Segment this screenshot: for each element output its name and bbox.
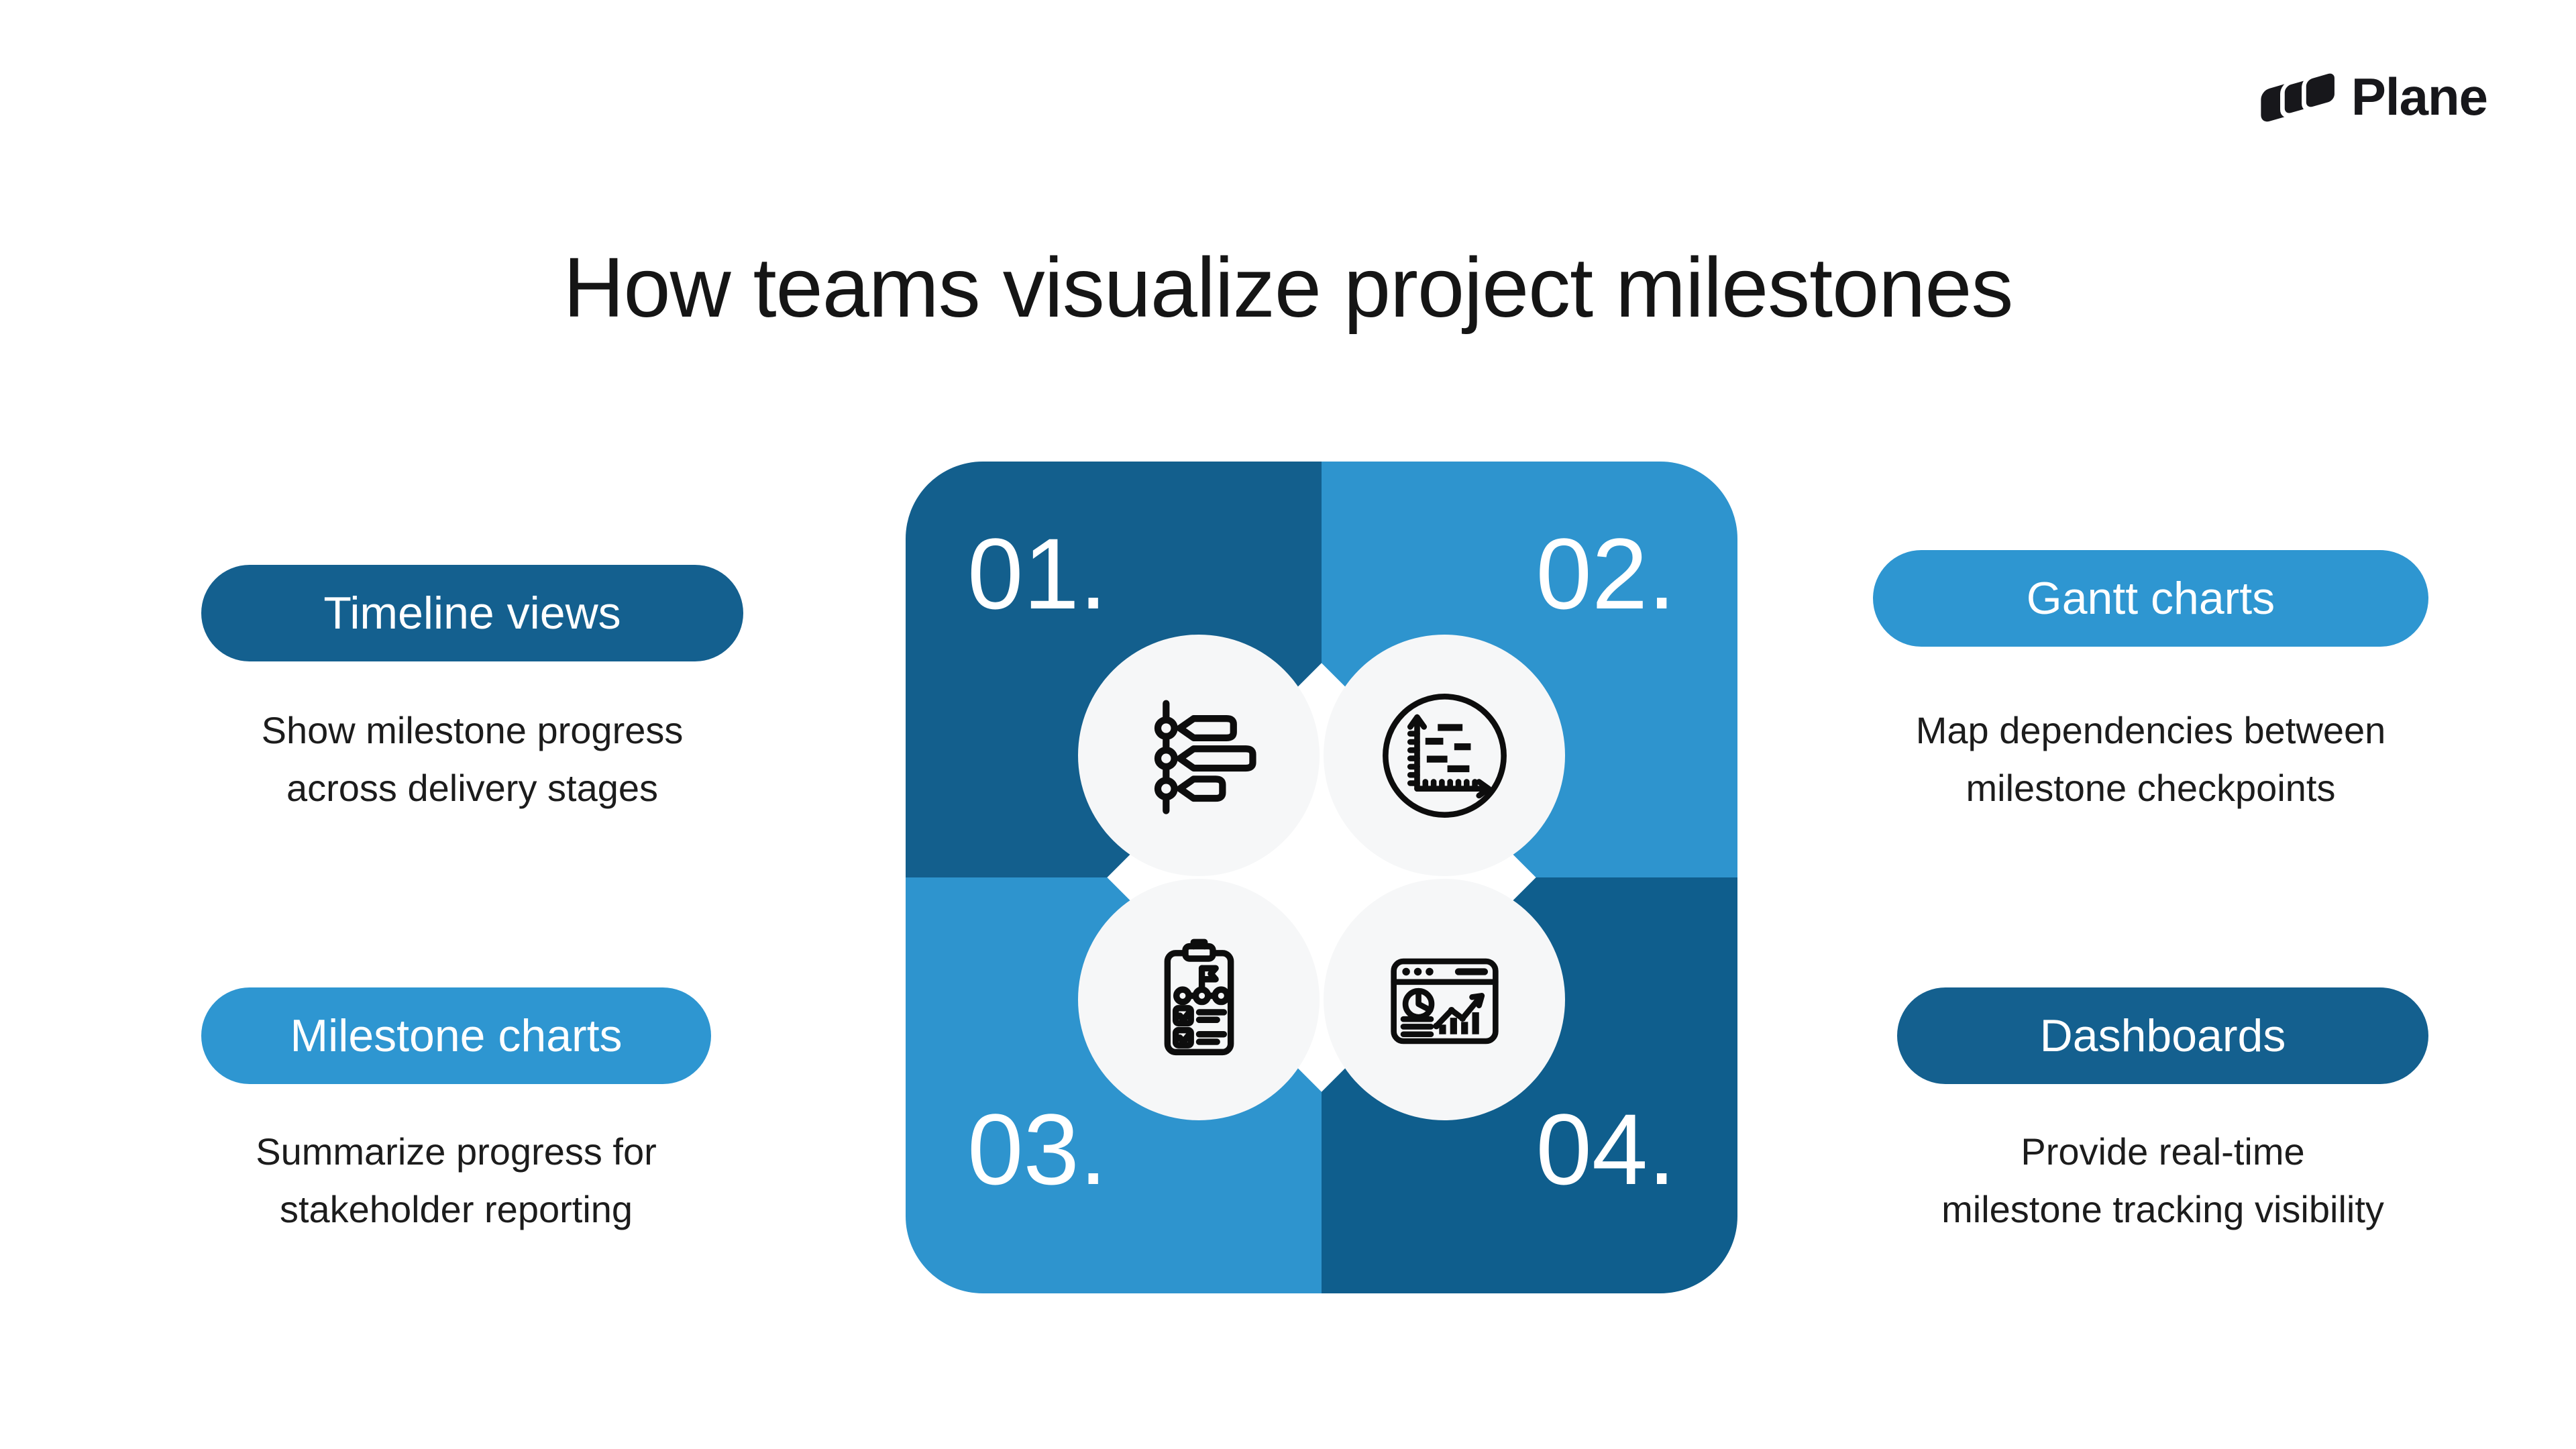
quadrant-graphic: 01. 02. 03. 04. — [906, 462, 1737, 1293]
icon-circle-gantt — [1324, 635, 1565, 876]
description-gantt-charts: Map dependencies between milestone check… — [1782, 702, 2520, 817]
quadrant-number-03: 03. — [967, 1093, 1108, 1205]
label-pill-milestone-charts: Milestone charts — [201, 987, 711, 1084]
description-line: Provide real-time — [2021, 1130, 2305, 1173]
icon-circle-milestone-checklist — [1078, 879, 1320, 1120]
description-line: stakeholder reporting — [279, 1188, 633, 1230]
label-pill-gantt-charts: Gantt charts — [1873, 550, 2428, 647]
description-line: milestone checkpoints — [1966, 767, 2336, 809]
description-dashboards: Provide real-time milestone tracking vis… — [1794, 1123, 2532, 1238]
milestone-checklist-icon — [1164, 938, 1234, 1055]
label-pill-timeline-views: Timeline views — [201, 565, 743, 661]
description-milestone-charts: Summarize progress for stakeholder repor… — [87, 1123, 825, 1238]
pill-label: Gantt charts — [2026, 573, 2275, 624]
description-line: across delivery stages — [286, 767, 658, 809]
quadrant-number-02: 02. — [1536, 517, 1676, 630]
brand-name: Plane — [2351, 66, 2488, 126]
pill-label: Milestone charts — [290, 1010, 623, 1061]
description-line: Map dependencies between — [1915, 709, 2386, 751]
gantt-chart-icon — [1382, 693, 1507, 818]
description-timeline-views: Show milestone progress across delivery … — [103, 702, 841, 817]
quadrant-number-01: 01. — [967, 517, 1108, 630]
dashboard-icon — [1390, 958, 1499, 1044]
pill-label: Timeline views — [323, 588, 621, 639]
label-pill-dashboards: Dashboards — [1897, 987, 2428, 1084]
icon-circle-dashboard — [1324, 879, 1565, 1120]
plane-logo-icon — [2261, 68, 2338, 122]
icon-circle-timeline — [1078, 635, 1320, 876]
timeline-icon — [1154, 699, 1256, 814]
description-line: Summarize progress for — [256, 1130, 657, 1173]
pill-label: Dashboards — [2039, 1010, 2286, 1061]
description-line: Show milestone progress — [261, 709, 684, 751]
quadrant-number-04: 04. — [1536, 1093, 1676, 1205]
page-title: How teams visualize project milestones — [563, 240, 2014, 335]
brand-logo: Plane — [2259, 62, 2488, 131]
description-line: milestone tracking visibility — [1941, 1188, 2384, 1230]
